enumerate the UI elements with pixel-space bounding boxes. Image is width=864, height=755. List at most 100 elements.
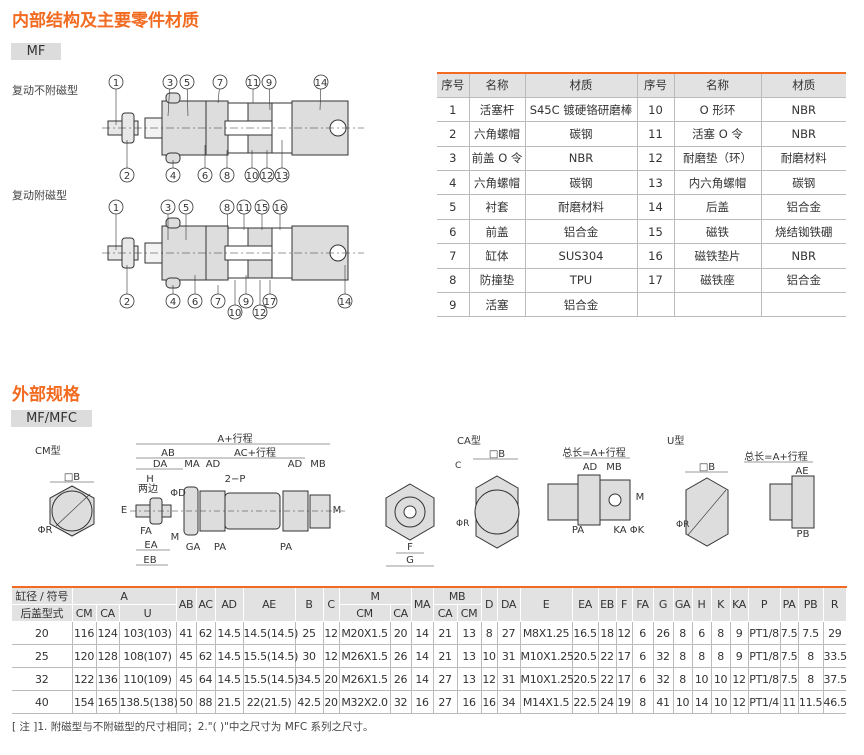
dims-cell: 32 bbox=[12, 667, 73, 691]
callout-5: 5 bbox=[178, 199, 194, 240]
svg-text:1: 1 bbox=[113, 203, 119, 214]
dims-cell: 8 bbox=[673, 667, 693, 691]
svg-text:7: 7 bbox=[217, 78, 223, 89]
model-tag-mf-mfc: MF/MFC bbox=[11, 410, 92, 427]
callout-12: 12 bbox=[252, 280, 268, 320]
dims-cell: 62 bbox=[196, 644, 216, 668]
dims-cell: 32 bbox=[653, 644, 674, 668]
dims-cell: 108(107) bbox=[119, 644, 177, 668]
dims-cell: 124 bbox=[96, 621, 120, 645]
callout-2: 2 bbox=[119, 265, 135, 309]
dims-cell: 9 bbox=[730, 621, 749, 645]
dims-header-cell: EA bbox=[572, 587, 599, 622]
dims-subheader-cell: CA bbox=[96, 604, 120, 622]
dims-cell: 14.5 bbox=[215, 621, 244, 645]
dims-header-cell: C bbox=[323, 587, 340, 622]
parts-cell: SUS304 bbox=[525, 243, 638, 269]
dims-cell: 20 bbox=[12, 621, 73, 645]
svg-text:MB: MB bbox=[606, 462, 622, 473]
dims-cell: 50 bbox=[176, 690, 197, 714]
dims-cell: 41 bbox=[176, 621, 197, 645]
parts-cell: 5 bbox=[437, 194, 470, 220]
callout-7: 7 bbox=[212, 74, 228, 104]
svg-text:2: 2 bbox=[124, 171, 130, 182]
dims-header-cell: FA bbox=[632, 587, 654, 622]
dims-cell: 40 bbox=[12, 690, 73, 714]
dims-cell: 120 bbox=[72, 644, 97, 668]
parts-cell: 耐磨垫（环） bbox=[674, 146, 762, 172]
section-title-external: 外部规格 bbox=[12, 385, 80, 405]
parts-cell: 13 bbox=[637, 170, 675, 196]
callout-4: 4 bbox=[165, 285, 181, 309]
dims-subheader-cell: CM bbox=[457, 604, 482, 622]
callout-6: 6 bbox=[187, 275, 203, 309]
dims-cell: 12 bbox=[323, 644, 340, 668]
dims-cell: M8X1.25 bbox=[520, 621, 573, 645]
parts-cell: 内六角螺帽 bbox=[674, 170, 762, 196]
parts-header-cell: 材质 bbox=[761, 73, 846, 98]
svg-text:ΦR: ΦR bbox=[38, 525, 53, 536]
dims-cell: PT1/8 bbox=[748, 667, 781, 691]
dims-cell: 8 bbox=[798, 644, 824, 668]
dims-cell: 42.5 bbox=[295, 690, 324, 714]
dims-cell: 110(109) bbox=[119, 667, 177, 691]
parts-cell: 3 bbox=[437, 146, 470, 172]
dims-cell: 62 bbox=[196, 621, 216, 645]
dims-header-cell: R bbox=[823, 587, 847, 622]
dims-cell: 16 bbox=[457, 690, 482, 714]
svg-text:11: 11 bbox=[238, 203, 251, 214]
dims-header-cell: F bbox=[616, 587, 633, 622]
dims-cell: 12 bbox=[481, 667, 498, 691]
dims-cell: 45 bbox=[176, 644, 197, 668]
svg-text:3: 3 bbox=[167, 78, 173, 89]
dims-cell: 31 bbox=[497, 644, 521, 668]
parts-cell: 烧结铷铁硼 bbox=[761, 219, 846, 245]
callout-1: 1 bbox=[108, 199, 124, 250]
dims-header-cell: B bbox=[295, 587, 324, 622]
model-tag-mf: MF bbox=[11, 43, 61, 60]
dims-cell: 6 bbox=[692, 621, 712, 645]
dims-cell: 27 bbox=[497, 621, 521, 645]
section-title-internal: 内部结构及主要零件材质 bbox=[12, 11, 199, 31]
dims-cell: M20X1.5 bbox=[339, 621, 391, 645]
dims-header-cell: GA bbox=[673, 587, 693, 622]
svg-text:4: 4 bbox=[170, 297, 176, 308]
dims-cell: 8 bbox=[711, 621, 731, 645]
dims-cell: 17 bbox=[616, 644, 633, 668]
svg-text:A+行程: A+行程 bbox=[217, 432, 252, 445]
dims-cell: 6 bbox=[632, 644, 654, 668]
dims-cell: 33.5 bbox=[823, 644, 847, 668]
dims-header-cell: A bbox=[72, 587, 177, 605]
parts-cell: 17 bbox=[637, 268, 675, 294]
svg-text:M: M bbox=[333, 505, 342, 516]
dims-cell: 9 bbox=[730, 644, 749, 668]
callout-3: 3 bbox=[162, 74, 178, 117]
svg-text:CA型: CA型 bbox=[457, 434, 481, 447]
callout-8: 8 bbox=[219, 199, 235, 236]
dims-cell: 6 bbox=[632, 667, 654, 691]
dims-cell: 8 bbox=[481, 621, 498, 645]
dims-cell: 14 bbox=[411, 667, 434, 691]
dims-cell: 7.5 bbox=[780, 644, 799, 668]
svg-text:14: 14 bbox=[339, 297, 352, 308]
dims-cell: 16.5 bbox=[572, 621, 599, 645]
svg-text:F: F bbox=[407, 542, 413, 553]
svg-text:8: 8 bbox=[224, 203, 230, 214]
svg-text:12: 12 bbox=[261, 171, 274, 182]
dims-cell: 20 bbox=[390, 621, 412, 645]
dims-cell: PT1/8 bbox=[748, 621, 781, 645]
dims-cell: 26 bbox=[390, 667, 412, 691]
dims-cell: 32 bbox=[653, 667, 674, 691]
parts-header-cell: 序号 bbox=[437, 73, 470, 98]
dims-cell: 7.5 bbox=[780, 621, 799, 645]
dims-cell: 14.5(14.5) bbox=[243, 621, 298, 645]
parts-cell: 16 bbox=[637, 243, 675, 269]
dims-cell: M26X1.5 bbox=[339, 644, 391, 668]
dims-cell: 25 bbox=[295, 621, 324, 645]
dims-cell: 13 bbox=[457, 667, 482, 691]
parts-header-cell: 材质 bbox=[525, 73, 638, 98]
parts-cell: 防撞垫 bbox=[469, 268, 526, 294]
